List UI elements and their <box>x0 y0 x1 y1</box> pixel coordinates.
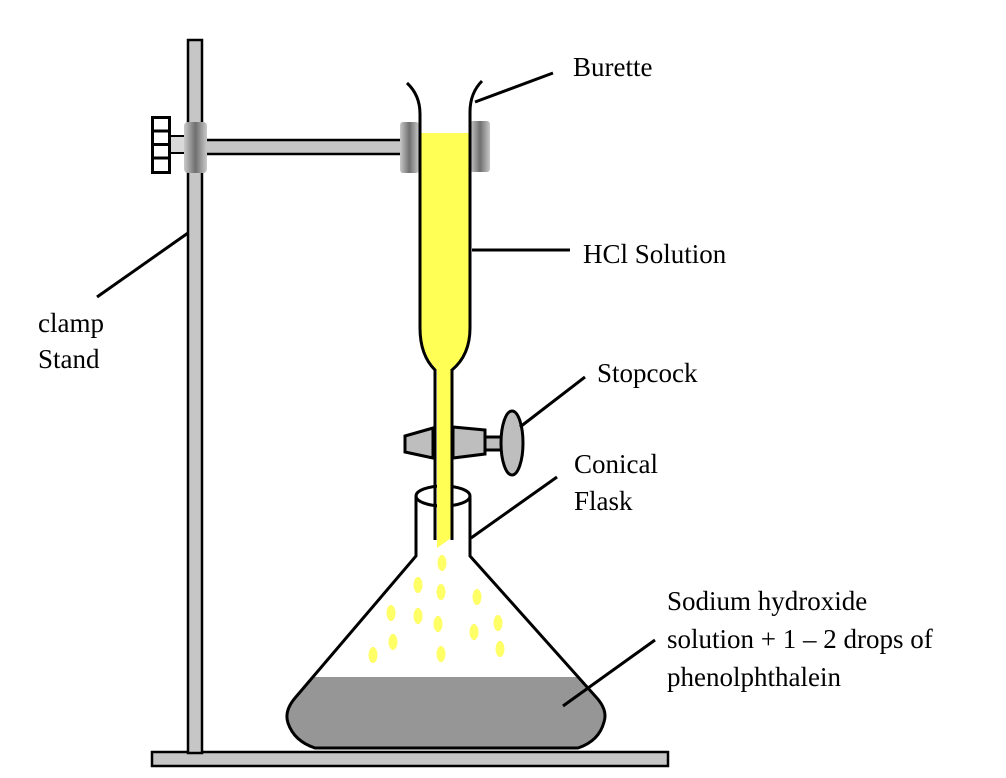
label-hcl-solution: HCl Solution <box>583 239 727 269</box>
label-conical-flask-line1: Conical <box>574 449 658 479</box>
leader-line-naoh <box>562 638 656 708</box>
label-naoh: Sodium hydroxide solution + 1 – 2 drops … <box>667 582 933 696</box>
leader-line-stopcock <box>519 375 586 429</box>
stand-base <box>150 750 670 768</box>
clamp-knob <box>151 116 187 174</box>
titrant-droplets <box>368 555 505 663</box>
label-naoh-line3: phenolphthalein <box>667 662 841 692</box>
label-burette: Burette <box>573 52 653 82</box>
clamp-arm <box>201 138 405 156</box>
conical-flask <box>285 496 607 750</box>
naoh-liquid <box>286 677 605 748</box>
stopcock-body <box>403 409 525 477</box>
label-stopcock: Stopcock <box>597 358 698 388</box>
burette-tube <box>405 79 484 540</box>
clamp-holder-block <box>184 122 207 173</box>
stand-rod <box>186 38 204 755</box>
label-conical-flask: Conical Flask <box>574 446 658 520</box>
leader-line-conical-flask <box>470 475 558 540</box>
leader-line-burette <box>474 71 554 104</box>
label-naoh-line1: Sodium hydroxide <box>667 586 868 616</box>
burette-liquid <box>421 133 469 548</box>
clamp-jaw-right <box>470 121 490 172</box>
label-clamp-stand: clamp Stand <box>38 305 104 377</box>
label-naoh-line2: solution + 1 – 2 drops of <box>667 624 933 654</box>
label-clamp-stand-line2: Stand <box>38 344 100 374</box>
stopcock-handle <box>499 409 525 477</box>
clamp-jaw-left <box>400 122 419 173</box>
label-clamp-stand-line1: clamp <box>38 308 104 338</box>
leader-line-clamp-stand <box>96 231 189 299</box>
label-conical-flask-line2: Flask <box>574 486 633 516</box>
